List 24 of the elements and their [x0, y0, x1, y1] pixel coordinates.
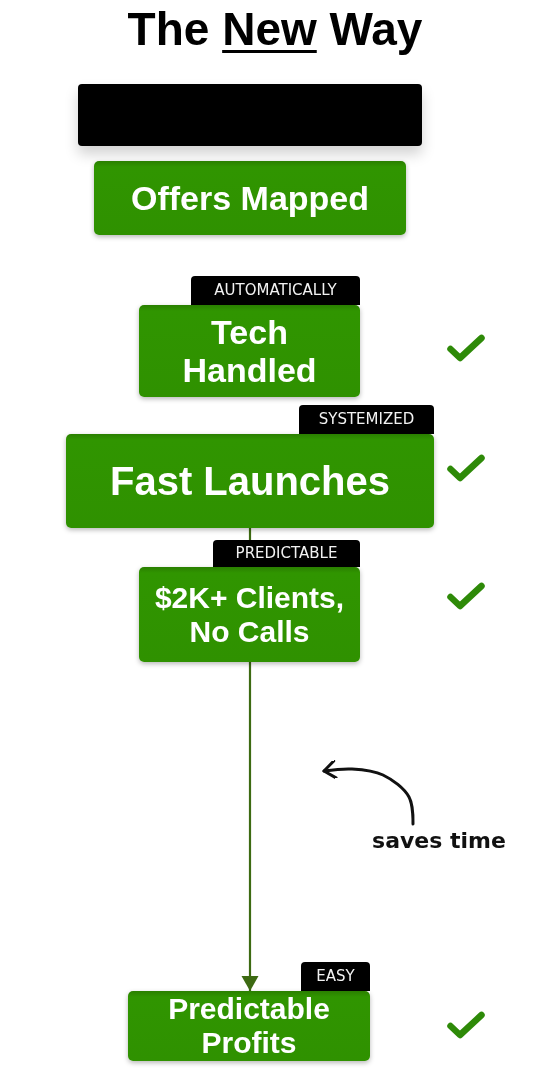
tag-label: EASY — [316, 969, 355, 984]
arrow — [241, 660, 259, 993]
tag-label: PREDICTABLE — [235, 546, 338, 561]
step-label: Offers Mapped — [130, 178, 369, 218]
step-box — [139, 305, 360, 397]
connector-line — [248, 526, 252, 542]
title: The New Way — [127, 3, 423, 55]
step-box — [128, 991, 370, 1061]
step-label: Tech Handled — [181, 312, 318, 390]
step-box — [139, 567, 360, 662]
category-tag — [191, 276, 360, 305]
category-tag — [301, 962, 370, 991]
step-label: Fast Launches — [109, 458, 391, 504]
blank-banner — [78, 84, 422, 146]
step-label: Predictable Profits — [167, 992, 331, 1060]
category-tag — [213, 540, 360, 567]
annotation-text: saves time — [372, 827, 506, 853]
step-box — [94, 161, 406, 235]
tag-label: SYSTEMIZED — [318, 412, 415, 427]
tag-label: AUTOMATICALLY — [214, 283, 337, 298]
category-tag — [299, 405, 434, 434]
step-label: $2K+ Clients, No Calls — [153, 580, 346, 649]
curved-arrow — [322, 759, 415, 826]
step-box — [66, 434, 434, 528]
